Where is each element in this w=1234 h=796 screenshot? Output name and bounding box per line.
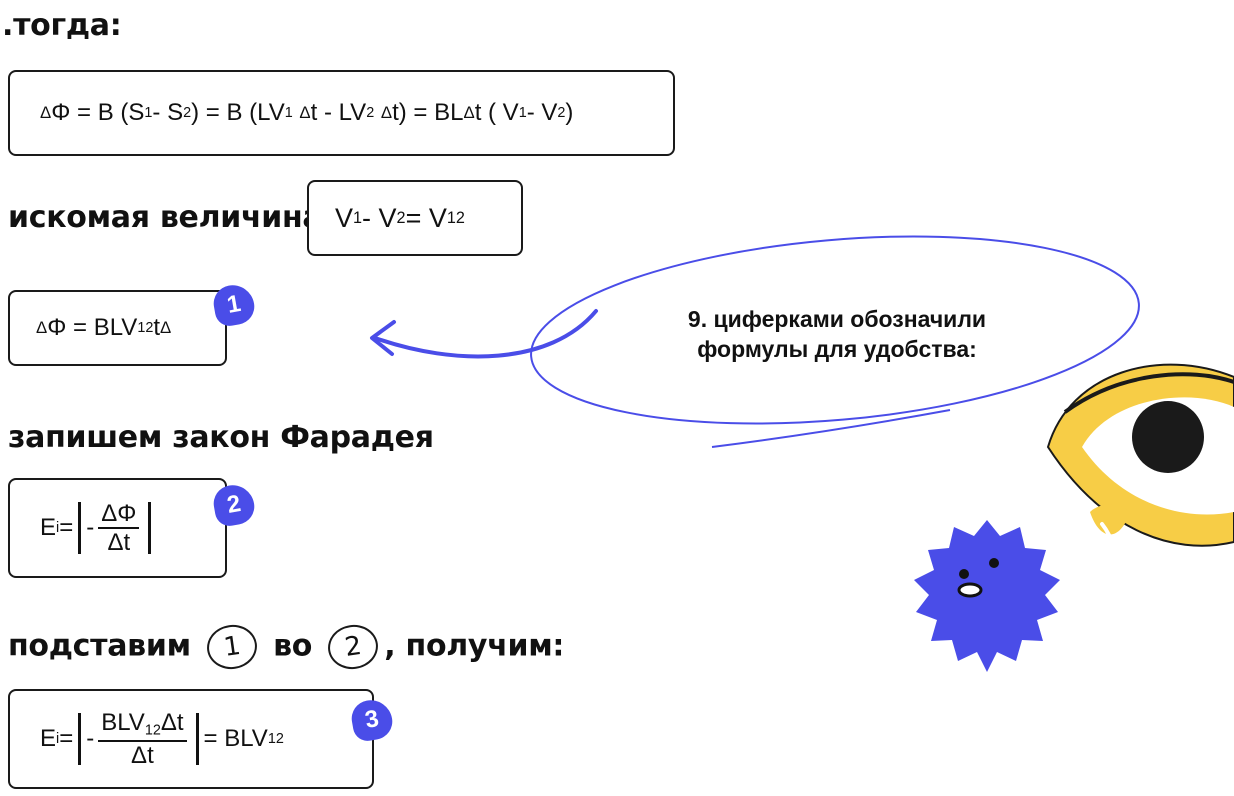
spiky-blob-sticker-icon bbox=[914, 520, 1060, 672]
sought-quantity-label: искомая величина bbox=[8, 200, 323, 235]
eye-sticker-icon bbox=[1046, 363, 1234, 550]
heading-faraday: запишем закон Фарадея bbox=[8, 420, 434, 455]
note-ellipse bbox=[530, 235, 1140, 425]
heading-then: .тогда: bbox=[2, 8, 122, 43]
arrow-icon bbox=[370, 309, 598, 359]
substitute-line: подставим 1 во 2, получим: bbox=[8, 621, 564, 673]
circled-number-1: 1 bbox=[204, 621, 260, 673]
note-text: 9. циферками обозначили формулы для удоб… bbox=[687, 306, 987, 362]
note-underline bbox=[711, 409, 951, 448]
circled-number-2: 2 bbox=[325, 621, 382, 673]
